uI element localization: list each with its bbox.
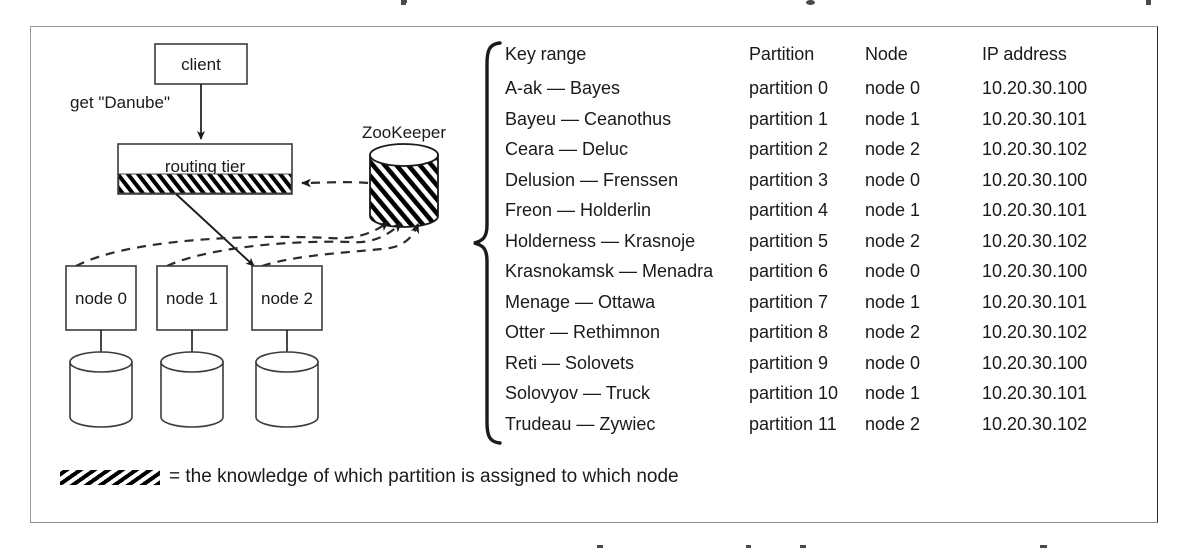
header-partition: Partition bbox=[749, 44, 815, 64]
cell-ip-address: 10.20.30.102 bbox=[982, 230, 1088, 251]
cell-partition: partition 5 bbox=[749, 230, 829, 251]
table-row: Menage — Ottawa partition 7 node 1 10.20.30… bbox=[505, 292, 1150, 323]
table-row: Freon — Holderlin partition 4 node 1 10.20.… bbox=[505, 200, 1150, 231]
cell-ip-address: 10.20.30.101 bbox=[982, 383, 1088, 403]
cell-partition: partition 7 bbox=[749, 291, 829, 312]
zookeeper-node: ZooKeeper bbox=[362, 123, 446, 228]
cell-node: node 1 bbox=[865, 200, 921, 220]
table-body: A-ak — Bayes partition 0 node 0 10.20.30.10… bbox=[505, 78, 1150, 444]
node-1-label: node 1 bbox=[166, 289, 218, 308]
node-2-group: node 2 bbox=[251, 265, 323, 428]
cell-node: node 2 bbox=[865, 230, 921, 251]
node-0-disk-icon bbox=[69, 361, 133, 428]
cell-key-range: Bayeu — Ceanothus bbox=[505, 108, 672, 129]
cell-partition: partition 3 bbox=[749, 169, 829, 190]
cell-node: node 2 bbox=[865, 322, 921, 342]
table-row: A-ak — Bayes partition 0 node 0 10.20.30.10… bbox=[505, 78, 1150, 109]
node-2-label: node 2 bbox=[261, 289, 313, 308]
node-0-group: node 0 bbox=[65, 265, 137, 428]
table-row: Bayeu — Ceanothus partition 1 node 1 10.20.… bbox=[505, 109, 1150, 140]
cell-ip-address: 10.20.30.100 bbox=[982, 352, 1088, 373]
table-curly-brace bbox=[470, 40, 504, 446]
routing-tier-hatch-strip bbox=[118, 173, 292, 194]
cell-key-range: Ceara — Deluc bbox=[505, 139, 629, 159]
table-row: Ceara — Deluc partition 2 node 2 10.20.30.1… bbox=[505, 139, 1150, 170]
routing-tier-node: routing tier bbox=[117, 143, 293, 195]
table-row: Solovyov — Truck partition 10 node 1 10.20.… bbox=[505, 383, 1150, 414]
cell-key-range: Reti — Solovets bbox=[505, 352, 635, 373]
routing-tier-label: routing tier bbox=[165, 157, 246, 176]
cell-partition: partition 6 bbox=[749, 261, 829, 281]
client-label: client bbox=[181, 55, 221, 74]
node-1-disk-icon bbox=[160, 361, 224, 428]
cell-node: node 0 bbox=[865, 352, 921, 373]
cell-node: node 1 bbox=[865, 108, 921, 129]
table-row: Holderness — Krasnoje partition 5 node 2 10… bbox=[505, 231, 1150, 262]
table-row: Trudeau — Zywiec partition 11 node 2 10.20.… bbox=[505, 414, 1150, 445]
cell-node: node 2 bbox=[865, 139, 921, 159]
cell-key-range: Holderness — Krasnoje bbox=[505, 230, 696, 251]
architecture-diagram: client get "Danube" routing tier ZooKeep… bbox=[30, 26, 500, 466]
cell-node: node 0 bbox=[865, 78, 921, 98]
cell-ip-address: 10.20.30.100 bbox=[982, 169, 1088, 190]
client-node: client bbox=[154, 43, 248, 85]
cell-ip-address: 10.20.30.100 bbox=[982, 78, 1088, 98]
table-row: Reti — Solovets partition 9 node 0 10.20.30… bbox=[505, 353, 1150, 384]
cell-node: node 0 bbox=[865, 261, 921, 281]
table-row: Delusion — Frenssen partition 3 node 0 10.2… bbox=[505, 170, 1150, 201]
cell-key-range: Delusion — Frenssen bbox=[505, 169, 679, 190]
cell-node: node 2 bbox=[865, 413, 921, 434]
partition-assignment-table: Key range Partition Node IP address A-ak… bbox=[505, 44, 1150, 444]
cell-partition: partition 10 bbox=[749, 383, 839, 403]
routing-to-node2-arrow bbox=[175, 193, 255, 267]
node2-to-zookeeper-dashed-arrow bbox=[261, 223, 420, 268]
cell-ip-address: 10.20.30.101 bbox=[982, 200, 1088, 220]
cell-key-range: Krasnokamsk — Menadra bbox=[505, 261, 714, 281]
cell-key-range: Freon — Holderlin bbox=[505, 200, 652, 220]
get-request-label: get "Danube" bbox=[70, 93, 170, 112]
hatch-pattern-swatch-icon bbox=[60, 469, 160, 485]
table-row: Krasnokamsk — Menadra partition 6 node 0 10… bbox=[505, 261, 1150, 292]
legend: = the knowledge of which partition is as… bbox=[60, 466, 679, 488]
table-row: Otter — Rethimnon partition 8 node 2 10.20.… bbox=[505, 322, 1150, 353]
cell-key-range: Trudeau — Zywiec bbox=[505, 413, 656, 434]
zookeeper-label: ZooKeeper bbox=[362, 123, 446, 142]
cell-partition: partition 4 bbox=[749, 200, 829, 220]
cell-node: node 1 bbox=[865, 291, 921, 312]
cell-ip-address: 10.20.30.102 bbox=[982, 322, 1088, 342]
header-ip-address: IP address bbox=[982, 44, 1067, 64]
cell-node: node 1 bbox=[865, 383, 921, 403]
header-node: Node bbox=[865, 44, 908, 64]
cell-partition: partition 8 bbox=[749, 322, 829, 342]
cell-node: node 0 bbox=[865, 169, 921, 190]
node1-to-zookeeper-dashed-arrow bbox=[166, 222, 402, 267]
cell-partition: partition 9 bbox=[749, 352, 829, 373]
cell-ip-address: 10.20.30.102 bbox=[982, 413, 1088, 434]
top-cropped-caption-strip bbox=[0, 0, 1187, 10]
cell-ip-address: 10.20.30.101 bbox=[982, 291, 1088, 312]
cell-key-range: Solovyov — Truck bbox=[505, 383, 651, 403]
cell-partition: partition 11 bbox=[749, 413, 837, 434]
cell-key-range: A-ak — Bayes bbox=[505, 78, 621, 98]
bottom-cropped-caption-strip bbox=[0, 533, 1187, 549]
cell-ip-address: 10.20.30.101 bbox=[982, 108, 1088, 129]
cell-partition: partition 2 bbox=[749, 139, 829, 159]
node-2-disk-icon bbox=[255, 361, 319, 428]
node-1-group: node 1 bbox=[156, 265, 228, 428]
zookeeper-to-routing-dashed-arrow bbox=[301, 178, 369, 188]
cell-ip-address: 10.20.30.100 bbox=[982, 261, 1088, 281]
cell-key-range: Menage — Ottawa bbox=[505, 291, 656, 312]
cell-ip-address: 10.20.30.102 bbox=[982, 139, 1088, 159]
cell-partition: partition 1 bbox=[749, 108, 829, 129]
table-header-row: Key range Partition Node IP address bbox=[505, 44, 1150, 78]
cell-partition: partition 0 bbox=[749, 78, 829, 98]
legend-description: = the knowledge of which partition is as… bbox=[169, 466, 679, 487]
header-key-range: Key range bbox=[505, 44, 587, 64]
node-0-label: node 0 bbox=[75, 289, 127, 308]
node0-to-zookeeper-dashed-arrow bbox=[75, 221, 389, 267]
cell-key-range: Otter — Rethimnon bbox=[505, 322, 661, 342]
